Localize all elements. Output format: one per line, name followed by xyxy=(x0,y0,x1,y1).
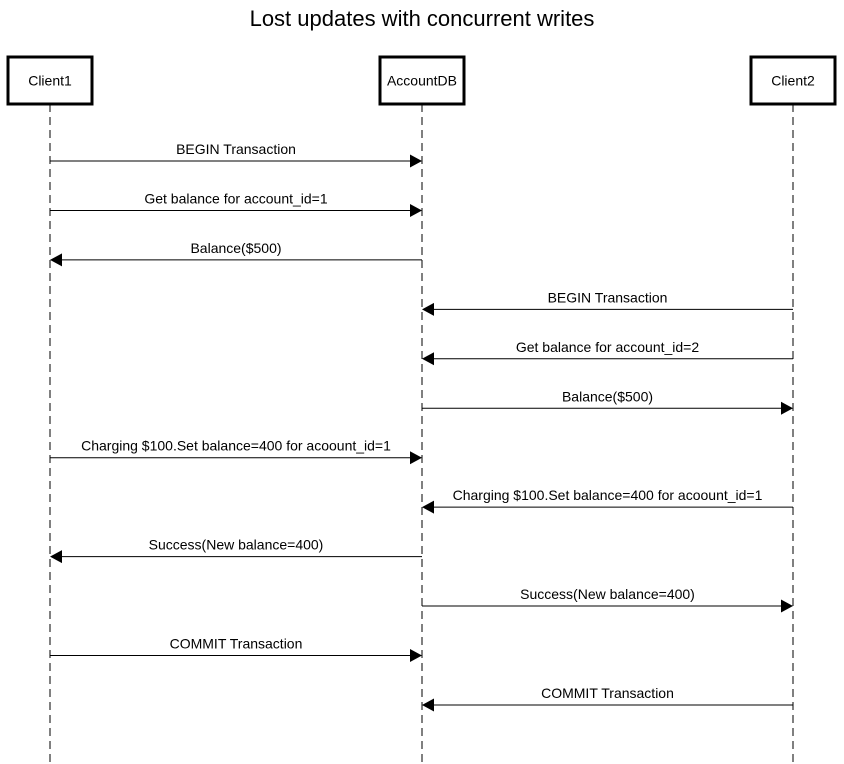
arrowhead-icon xyxy=(781,401,793,415)
message-3: Balance($500) xyxy=(50,240,422,267)
message-1: BEGIN Transaction xyxy=(50,141,422,168)
participants: Client1 AccountDB Client2 xyxy=(6,55,837,106)
participant-box xyxy=(6,55,94,106)
message-label: Get balance for account_id=1 xyxy=(144,190,328,206)
participant-label: Client2 xyxy=(771,73,815,89)
message-label: BEGIN Transaction xyxy=(548,289,668,305)
message-label: Success(New balance=400) xyxy=(520,586,695,602)
message-label: Charging $100.Set balance=400 for acooun… xyxy=(453,487,763,503)
participant-label: Client1 xyxy=(28,73,72,89)
message-label: Charging $100.Set balance=400 for acooun… xyxy=(81,438,391,454)
message-2: Get balance for account_id=1 xyxy=(50,190,422,217)
message-label: COMMIT Transaction xyxy=(541,685,674,701)
participant-client2[interactable]: Client2 xyxy=(749,55,837,106)
arrowhead-icon xyxy=(410,203,422,217)
message-9: Success(New balance=400) xyxy=(50,537,422,564)
message-6: Balance($500) xyxy=(422,388,793,415)
message-7: Charging $100.Set balance=400 for acooun… xyxy=(50,438,422,465)
lifelines xyxy=(49,104,794,764)
message-label: Balance($500) xyxy=(562,388,653,404)
participant-accountdb[interactable]: AccountDB xyxy=(378,55,466,106)
message-label: Balance($500) xyxy=(190,240,281,256)
participant-client1[interactable]: Client1 xyxy=(6,55,94,106)
arrowhead-icon xyxy=(410,649,422,662)
message-11: COMMIT Transaction xyxy=(50,636,422,662)
message-10: Success(New balance=400) xyxy=(422,586,793,613)
message-label: COMMIT Transaction xyxy=(170,636,303,652)
arrowhead-icon xyxy=(410,154,422,168)
arrowhead-icon xyxy=(410,451,422,465)
message-label: BEGIN Transaction xyxy=(176,141,296,157)
message-4: BEGIN Transaction xyxy=(422,289,793,316)
message-5: Get balance for account_id=2 xyxy=(422,339,793,366)
participant-box xyxy=(378,55,466,106)
arrowhead-icon xyxy=(422,698,434,712)
arrowhead-icon xyxy=(50,550,62,564)
message-8: Charging $100.Set balance=400 for acooun… xyxy=(422,487,793,514)
message-label: Success(New balance=400) xyxy=(149,537,324,553)
arrowhead-icon xyxy=(781,599,793,613)
arrowhead-icon xyxy=(422,302,434,316)
arrowhead-icon xyxy=(50,253,62,267)
participant-label: AccountDB xyxy=(387,73,457,89)
arrowhead-icon xyxy=(422,500,434,514)
participant-box xyxy=(749,55,837,106)
diagram-title: Lost updates with concurrent writes xyxy=(250,6,595,31)
message-12: COMMIT Transaction xyxy=(422,685,793,712)
arrowhead-icon xyxy=(422,352,434,366)
message-label: Get balance for account_id=2 xyxy=(516,339,700,355)
